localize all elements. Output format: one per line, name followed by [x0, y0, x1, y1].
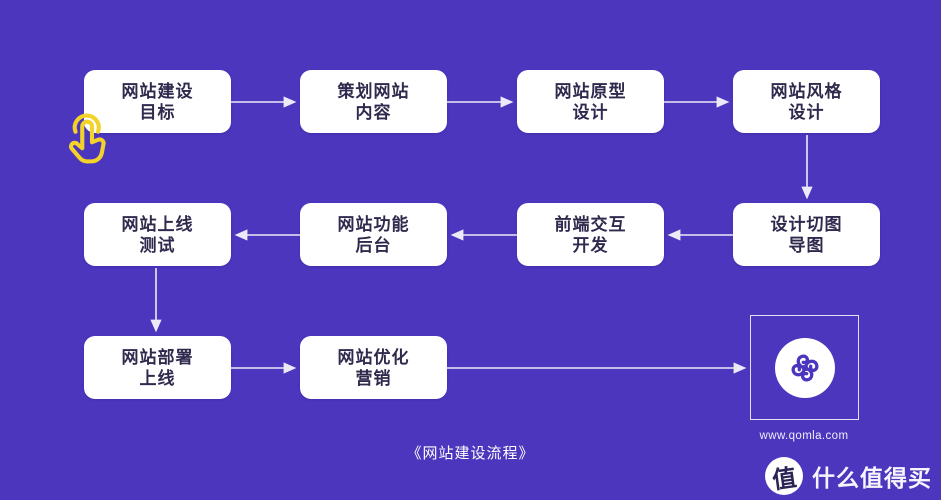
node-prototype-design: 网站原型 设计 [517, 70, 664, 133]
node-text: 策划网站 [337, 81, 410, 101]
node-text: 网站上线 [121, 214, 194, 234]
clover-logo-icon [791, 354, 818, 381]
node-text: 导图 [788, 235, 825, 255]
node-deploy-launch: 网站部署 上线 [84, 336, 231, 399]
node-text: 内容 [355, 102, 392, 122]
node-text: 网站优化 [337, 347, 410, 367]
node-text: 设计 [572, 102, 609, 122]
node-launch-test: 网站上线 测试 [84, 203, 231, 266]
node-text: 网站功能 [337, 214, 410, 234]
node-text: 后台 [355, 235, 392, 255]
node-text: 上线 [139, 368, 176, 388]
tap-gesture-icon [69, 113, 106, 164]
qomla-url: www.qomla.com [759, 430, 849, 442]
node-backend-function: 网站功能 后台 [300, 203, 447, 266]
node-style-design: 网站风格 设计 [733, 70, 880, 133]
node-text: 前端交互 [554, 214, 627, 234]
node-text: 网站风格 [770, 81, 843, 101]
node-text: 测试 [139, 235, 176, 255]
node-frontend-dev: 前端交互 开发 [517, 203, 664, 266]
node-text: 设计 [788, 102, 825, 122]
watermark-text: 什么值得买 [812, 465, 932, 491]
node-text: 营销 [355, 368, 392, 388]
zhi-badge-char: 值 [770, 464, 799, 495]
qomla-logo-box [750, 315, 859, 420]
node-plan-content: 策划网站 内容 [300, 70, 447, 133]
node-text: 网站原型 [554, 81, 627, 101]
node-text: 设计切图 [770, 214, 843, 234]
node-optimize-marketing: 网站优化 营销 [300, 336, 447, 399]
node-text: 开发 [572, 235, 609, 255]
node-text: 网站建设 [121, 81, 194, 101]
qomla-logo-circle [774, 337, 835, 398]
node-design-slicing: 设计切图 导图 [733, 203, 880, 266]
node-text: 网站部署 [121, 347, 194, 367]
zhi-badge-icon: 值 [765, 457, 803, 495]
diagram-caption: 《网站建设流程》 [406, 445, 535, 462]
smzdm-watermark: 值 什么值得买 [765, 457, 932, 495]
node-text: 目标 [139, 102, 176, 122]
node-website-goal: 网站建设 目标 [84, 70, 231, 133]
